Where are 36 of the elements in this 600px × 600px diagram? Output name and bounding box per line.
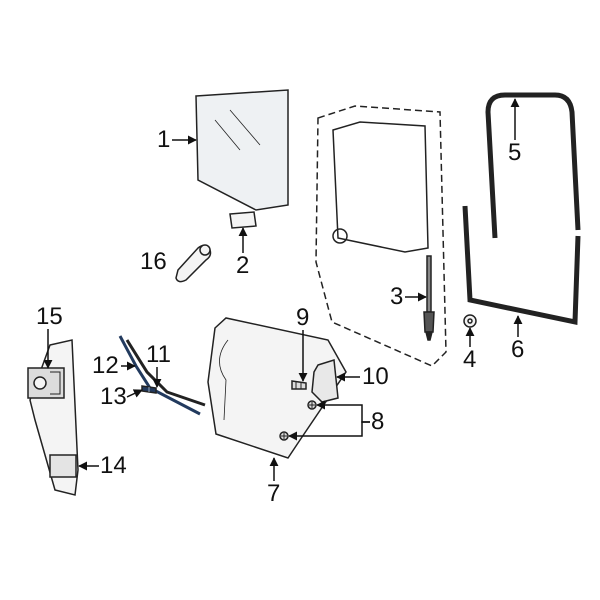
leader-line <box>298 330 308 382</box>
callout-number: 3 <box>390 285 404 309</box>
leader-line <box>152 367 162 388</box>
callout-number: 15 <box>36 305 63 329</box>
callout-number: 14 <box>100 454 127 478</box>
leader-line <box>270 457 278 481</box>
callout-number: 6 <box>511 338 524 362</box>
callout-number: 1 <box>157 128 170 152</box>
leader-line <box>126 389 143 398</box>
callout-number: 13 <box>100 385 127 409</box>
leader-line <box>514 315 522 337</box>
callout-number: 7 <box>267 482 280 506</box>
leader-line <box>405 292 427 302</box>
upper-weatherstrip-drawing <box>486 92 580 238</box>
leader-line <box>121 362 136 370</box>
window-glass-drawing <box>195 89 289 211</box>
leader-line <box>238 227 248 253</box>
callout-number: 10 <box>362 365 389 389</box>
rod-drawing <box>423 255 435 341</box>
callout-number: 12 <box>92 354 119 378</box>
callout-number: 8 <box>371 410 384 434</box>
callout-number: 9 <box>296 306 310 330</box>
callout-number: 16 <box>140 250 167 274</box>
leader-line <box>336 372 360 382</box>
callout-number: 5 <box>508 141 522 165</box>
leader-line <box>78 462 99 470</box>
callout-number: 2 <box>236 254 250 278</box>
leader-line <box>288 421 370 440</box>
callout-number: 11 <box>146 343 171 367</box>
leader-line <box>510 98 520 140</box>
leader-line <box>44 329 52 369</box>
lower-weatherstrip-drawing <box>462 206 580 326</box>
nut-icon <box>463 314 477 328</box>
leader-line <box>172 136 197 144</box>
callout-number: 4 <box>463 348 476 372</box>
leader-line <box>466 327 474 347</box>
